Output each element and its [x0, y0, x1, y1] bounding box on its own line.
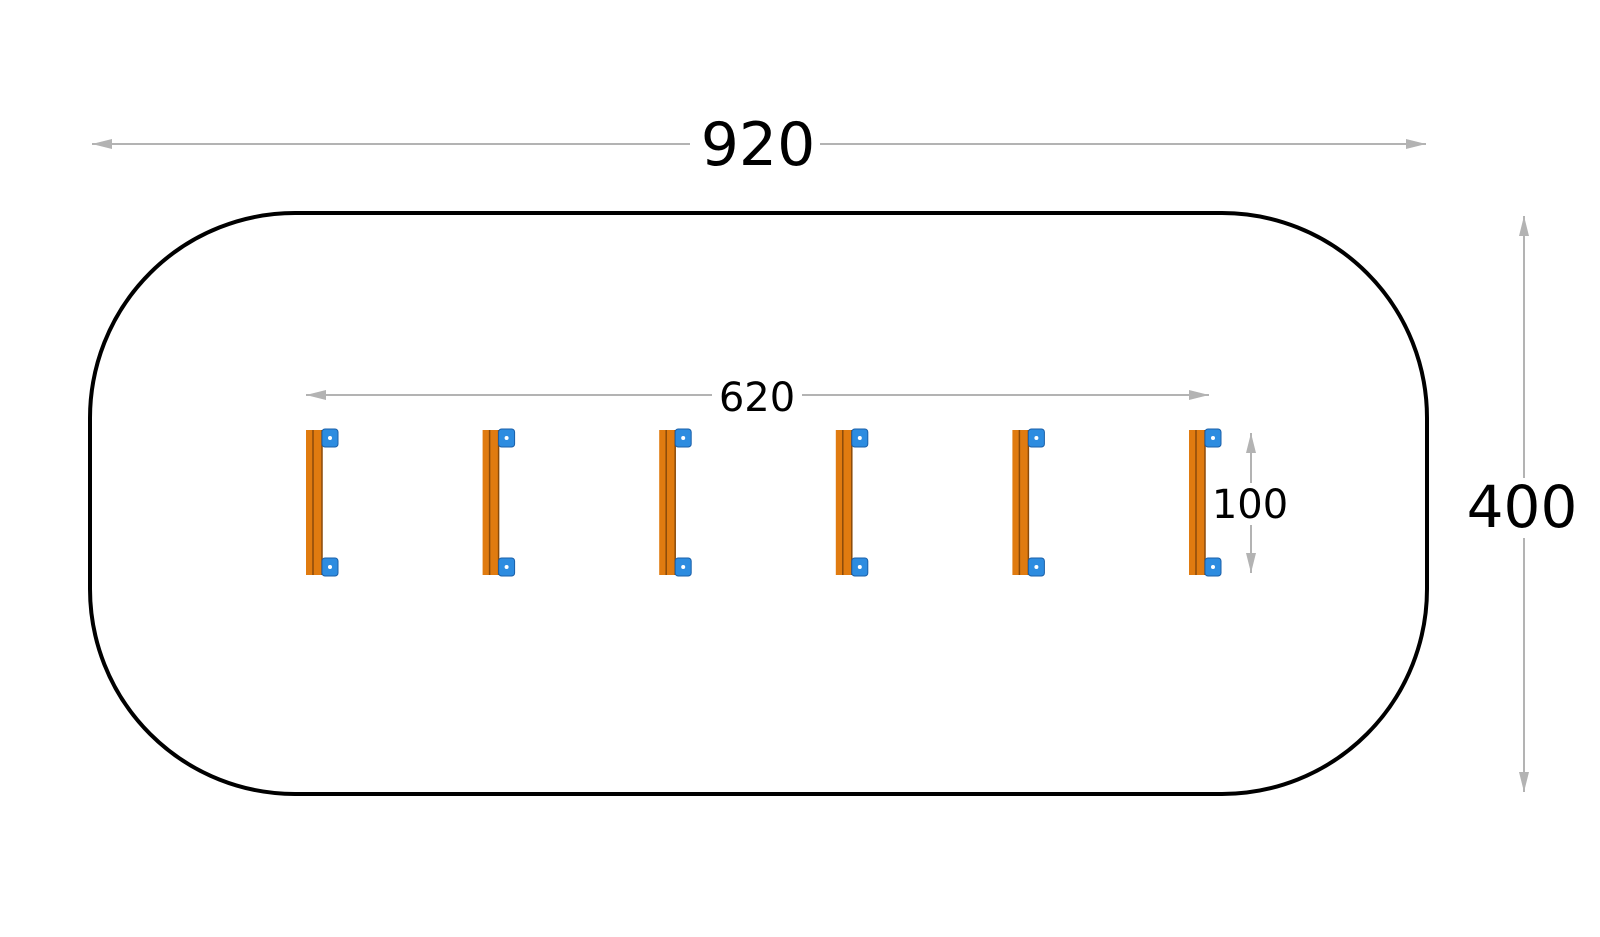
clamp-bolt-icon [681, 565, 686, 569]
clamp-bolt-icon [504, 565, 509, 569]
post-depth-label-bg [1212, 483, 1288, 525]
overall-width-label: 400 [1467, 473, 1578, 541]
post-group [306, 428, 1222, 577]
post-beam [306, 430, 322, 575]
overall-length-label: 920 [701, 110, 816, 180]
overall-width-label-bg [1468, 478, 1580, 538]
post [835, 428, 869, 577]
post-beam [482, 430, 499, 575]
clamp-bolt-icon [328, 565, 332, 569]
clamp-bolt-icon [1211, 436, 1215, 440]
post [659, 428, 692, 577]
post-depth-label: 100 [1212, 482, 1288, 528]
clamp-bolt-icon [681, 436, 686, 440]
post-beam [1012, 430, 1029, 575]
post [1012, 428, 1045, 577]
post-span-label-bg [712, 375, 802, 415]
clamp-bolt-icon [1034, 565, 1039, 569]
clamp-bolt-icon [1034, 436, 1039, 440]
overall-length-label-bg [690, 110, 820, 170]
clamp-bolt-icon [328, 436, 332, 440]
clamp-bolt-icon [857, 565, 862, 569]
post [1189, 428, 1222, 577]
post-beam [1189, 430, 1205, 575]
post [482, 428, 516, 577]
clamp-bolt-icon [1211, 565, 1215, 569]
safety-zone-outline [88, 211, 1429, 796]
post [306, 428, 339, 577]
post-beam [659, 430, 676, 575]
post-beam [835, 430, 852, 575]
clamp-bolt-icon [504, 436, 509, 440]
clamp-bolt-icon [857, 436, 862, 440]
post-span-label: 620 [719, 375, 795, 421]
